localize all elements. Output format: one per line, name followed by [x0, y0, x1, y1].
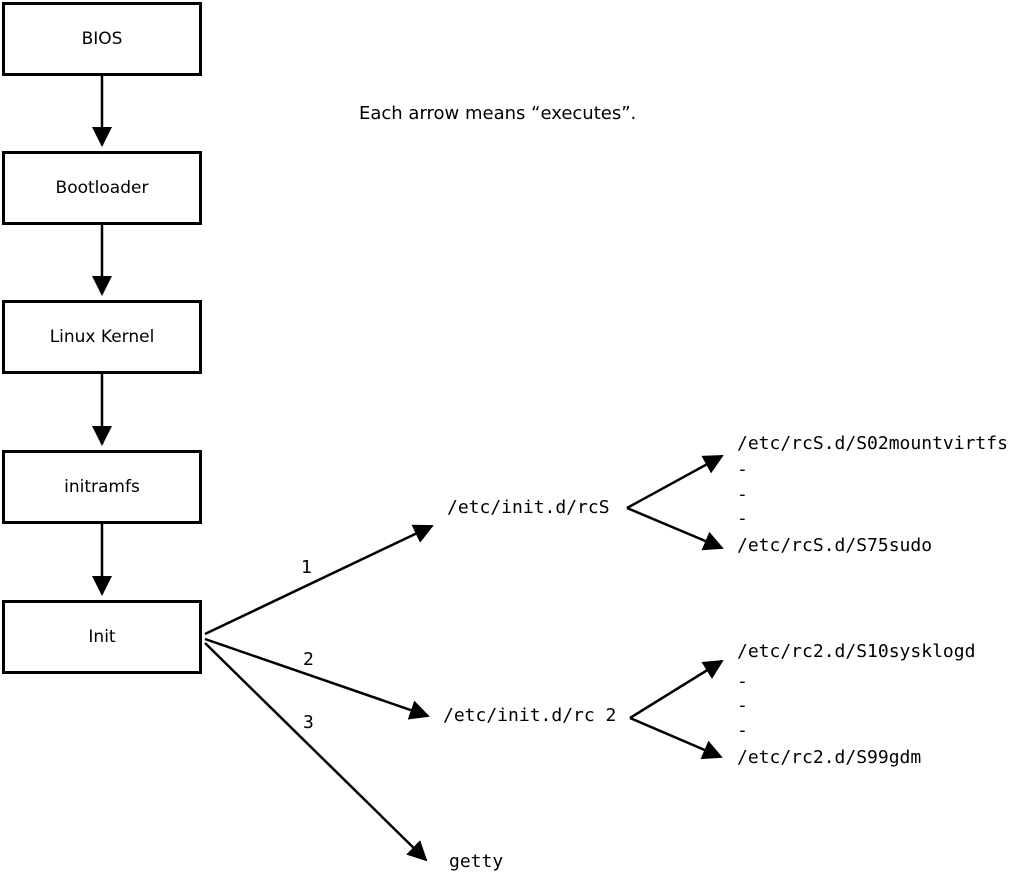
arrow-order-label-3: 3: [303, 712, 314, 733]
node-rc2-last-script: /etc/rc2.d/S99gdm: [737, 747, 922, 768]
node-initramfs-label: initramfs: [64, 477, 140, 497]
arrow-init-to-getty: [204, 642, 428, 862]
node-bootloader: Bootloader: [2, 151, 202, 225]
node-linux-kernel: Linux Kernel: [2, 300, 202, 374]
node-rc2-first-script: /etc/rc2.d/S10sysklogd: [737, 641, 976, 662]
arrow-rc2-to-S99gdm: [629, 716, 723, 760]
rcS-ellipsis-dash-2: -: [737, 484, 748, 505]
arrow-order-label-2: 2: [303, 649, 314, 670]
node-bios-label: BIOS: [81, 29, 123, 49]
arrow-order-label-1: 1: [301, 557, 312, 578]
node-rcS-script: /etc/init.d/rcS: [447, 497, 610, 518]
node-bootloader-label: Bootloader: [55, 178, 149, 198]
node-bios: BIOS: [2, 2, 202, 76]
node-init-label: Init: [88, 627, 116, 647]
node-linux-kernel-label: Linux Kernel: [49, 327, 155, 347]
arrow-init-to-rc2: [204, 637, 430, 720]
node-rc2-script: /etc/init.d/rc 2: [443, 705, 617, 726]
rc2-ellipsis-dash-2: -: [737, 695, 748, 716]
node-initramfs: initramfs: [2, 450, 202, 524]
rc2-ellipsis-dash-1: -: [737, 671, 748, 692]
rc2-ellipsis-dash-3: -: [737, 720, 748, 741]
arrow-rcS-to-S75sudo: [626, 506, 724, 551]
arrow-rcS-to-S02mountvirtfs: [626, 454, 724, 510]
rcS-ellipsis-dash-1: -: [737, 459, 748, 480]
node-rcS-last-script: /etc/rcS.d/S75sudo: [737, 535, 933, 556]
node-rcS-first-script: /etc/rcS.d/S02mountvirtfs: [737, 433, 1008, 454]
node-getty: getty: [449, 851, 504, 872]
arrow-init-to-rcS: [204, 524, 434, 636]
legend-note: Each arrow means “executes”.: [359, 103, 637, 124]
node-init: Init: [2, 600, 202, 674]
rcS-ellipsis-dash-3: -: [737, 508, 748, 529]
arrow-rc2-to-S10sysklogd: [629, 659, 724, 720]
